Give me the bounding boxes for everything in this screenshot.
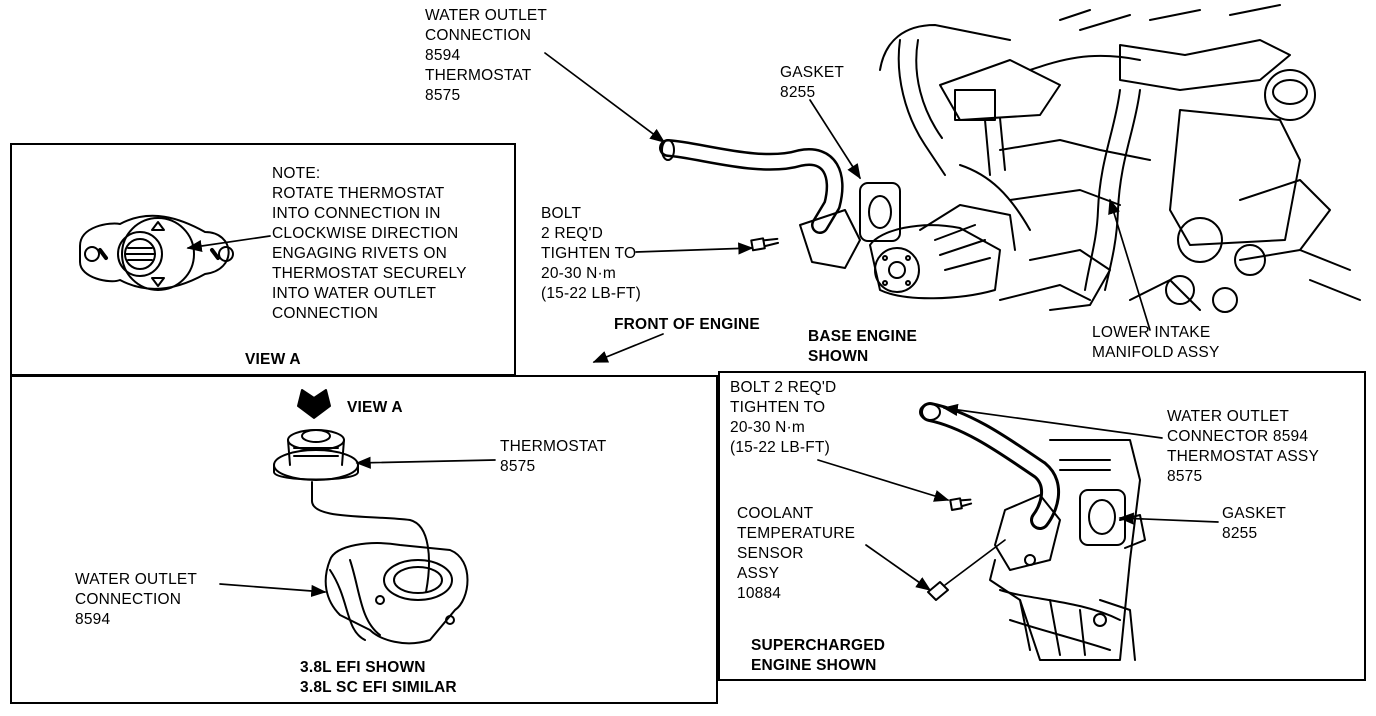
label-view-a-arrow: VIEW A	[347, 399, 403, 416]
label-gasket-top: GASKET 8255	[780, 64, 845, 101]
label-lower-intake-manifold: LOWER INTAKE MANIFOLD ASSY	[1092, 324, 1220, 361]
bolt-right	[949, 497, 973, 511]
label-coolant-temperature-sensor: COOLANT TEMPERATURE SENSOR ASSY 10884	[737, 505, 856, 602]
label-water-outlet-connector-right: WATER OUTLET CONNECTOR 8594 THERMOSTAT A…	[1167, 408, 1319, 485]
sensor-body	[927, 581, 949, 601]
label-water-outlet-connection-top: WATER OUTLET CONNECTION 8594 THERMOSTAT …	[425, 7, 548, 104]
view-a-arrow-icon	[297, 389, 331, 419]
label-bolt-right: BOLT 2 REQ'D TIGHTEN TO 20-30 N·m (15-22…	[730, 379, 837, 456]
label-thermostat-left: THERMOSTAT 8575	[500, 438, 607, 475]
label-supercharged-engine-shown: SUPERCHARGED ENGINE SHOWN	[751, 637, 886, 674]
efi-panel	[10, 375, 718, 704]
view-a-illustration	[79, 214, 234, 291]
label-view-a-title: VIEW A	[245, 351, 301, 368]
label-note: NOTE: ROTATE THERMOSTAT INTO CONNECTION …	[272, 165, 467, 322]
label-efi-shown: 3.8L EFI SHOWN 3.8L SC EFI SIMILAR	[300, 659, 457, 696]
label-gasket-right: GASKET 8255	[1222, 505, 1287, 542]
supercharged-illustration	[919, 402, 1146, 661]
label-base-engine-shown: BASE ENGINE SHOWN	[808, 328, 917, 365]
label-bolt-top: BOLT 2 REQ'D TIGHTEN TO 20-30 N·m (15-22…	[541, 205, 641, 302]
supercharged-panel	[718, 371, 1366, 681]
base-engine-illustration	[659, 4, 1361, 313]
label-front-of-engine: FRONT OF ENGINE	[614, 316, 760, 333]
efi-illustration	[273, 429, 469, 645]
label-water-outlet-connection-left: WATER OUTLET CONNECTION 8594	[75, 571, 198, 628]
bolt-top	[750, 237, 780, 252]
